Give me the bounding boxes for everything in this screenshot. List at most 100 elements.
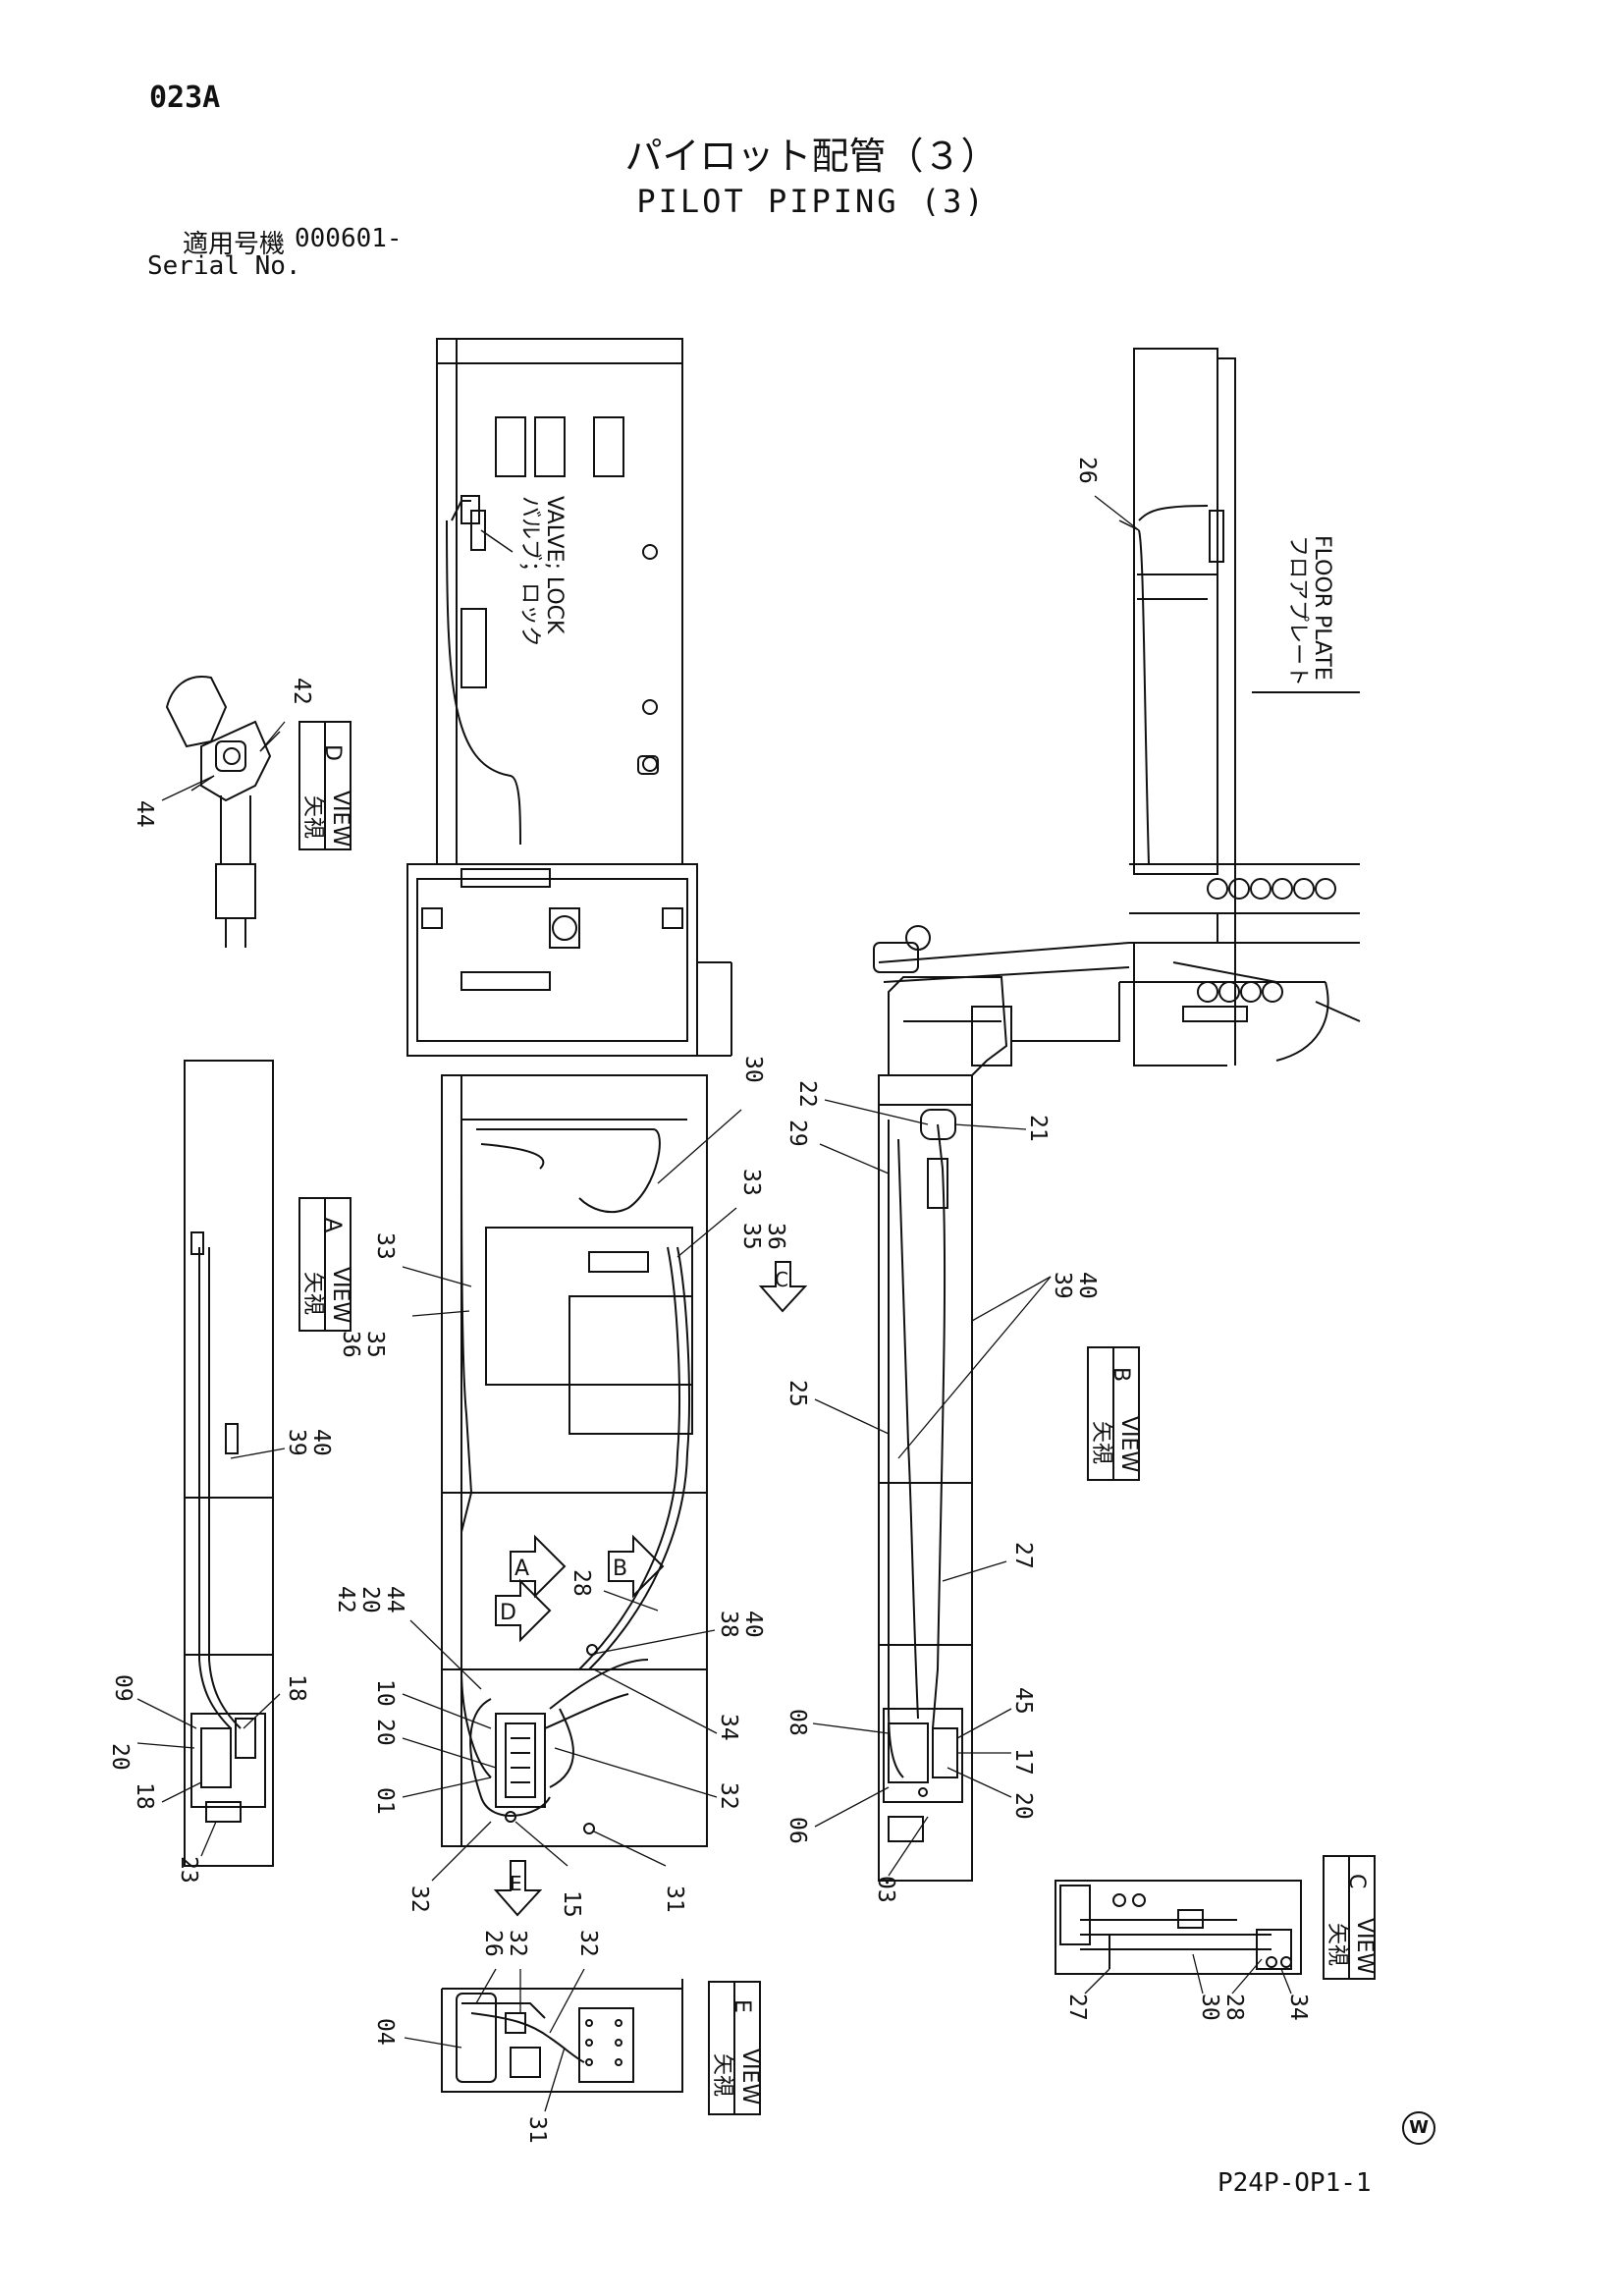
callout-29: 29: [784, 1120, 810, 1147]
top-floor-assembly: [406, 338, 732, 1057]
callout-40: 40: [740, 1611, 766, 1638]
callout-31: 31: [524, 2116, 550, 2144]
callout-44: 44: [132, 800, 157, 828]
callout-34: 34: [1285, 1994, 1311, 2021]
callout-36: 36: [338, 1331, 363, 1358]
drawing-code: P24P-OP1-1: [1217, 2168, 1372, 2198]
view-box-e: E 矢視 VIEW: [708, 1981, 762, 2115]
callout-20: 20: [107, 1743, 133, 1771]
view-e-prefix-en: VIEW: [737, 2049, 762, 2105]
page-code: 023A: [149, 81, 221, 115]
title-japanese: パイロット配管（３）: [624, 135, 999, 178]
serial-label-japanese: 適用号機: [183, 230, 286, 259]
view-a-prefix-en: VIEW: [328, 1267, 352, 1323]
callout-08: 08: [784, 1709, 810, 1736]
leader-lines: [136, 495, 1292, 2112]
view-b-prefix-en: VIEW: [1116, 1416, 1141, 1472]
label-floor-plate-en: FLOOR PLATE: [1310, 535, 1334, 681]
callout-06: 06: [784, 1817, 810, 1844]
callout-10: 10: [372, 1679, 398, 1707]
view-a-letter: A: [320, 1218, 345, 1232]
copyright-mark: W: [1402, 2111, 1435, 2145]
callout-34: 34: [716, 1714, 741, 1741]
callout-42: 42: [289, 678, 314, 705]
callout-28: 28: [568, 1569, 594, 1597]
view-c-prefix-en: VIEW: [1352, 1918, 1377, 1974]
arrow-letter-d: D: [500, 1601, 516, 1625]
view-d-prefix-en: VIEW: [328, 791, 352, 847]
serial-label-english: Serial No.: [147, 251, 301, 281]
view-d-letter: D: [320, 744, 345, 761]
main-floor-assembly: [441, 1074, 808, 1917]
callout-27: 27: [1010, 1542, 1036, 1569]
callout-18: 18: [284, 1674, 309, 1702]
callout-32: 32: [505, 1930, 530, 1957]
arrow-letter-c: C: [775, 1268, 788, 1291]
callout-30: 30: [1197, 1994, 1222, 2021]
callout-26: 26: [480, 1930, 506, 1957]
callout-45: 45: [1010, 1687, 1036, 1715]
view-d-detail: [165, 676, 281, 948]
callout-30: 30: [740, 1056, 766, 1083]
callout-26: 26: [1074, 457, 1100, 484]
label-valve-lock-en: VALVE; LOCK: [542, 496, 567, 634]
callout-22: 22: [794, 1080, 820, 1108]
view-box-d: D 矢視 VIEW: [298, 721, 352, 850]
arrow-letter-e: E: [510, 1872, 522, 1895]
callout-03: 03: [873, 1876, 898, 1903]
callout-42: 42: [333, 1586, 358, 1613]
view-box-b: B 矢視 VIEW: [1087, 1346, 1141, 1481]
view-a-prefix-jp: 矢視: [300, 1272, 325, 1315]
view-box-c: C 矢視 VIEW: [1323, 1855, 1377, 1980]
view-e-prefix-jp: 矢視: [710, 2053, 734, 2097]
callout-39: 39: [284, 1429, 309, 1456]
view-c-letter: C: [1344, 1874, 1369, 1888]
callout-28: 28: [1221, 1994, 1247, 2021]
label-valve-lock-jp: バルブ；ロック: [517, 496, 542, 647]
callout-21: 21: [1025, 1115, 1051, 1142]
callout-35: 35: [362, 1331, 388, 1358]
view-c-prefix-jp: 矢視: [1325, 1923, 1349, 1966]
view-b-prefix-jp: 矢視: [1089, 1421, 1113, 1464]
callout-38: 38: [716, 1611, 741, 1638]
callout-01: 01: [372, 1787, 398, 1815]
callout-40: 40: [308, 1429, 334, 1456]
callout-32: 32: [716, 1782, 741, 1810]
title-english: PILOT PIPING (3): [636, 183, 987, 220]
callout-20: 20: [357, 1586, 383, 1613]
callout-35: 35: [738, 1223, 764, 1250]
callout-23: 23: [176, 1856, 201, 1884]
view-box-a: A 矢視 VIEW: [298, 1197, 352, 1332]
arrow-letter-a: A: [514, 1557, 529, 1581]
callout-20: 20: [1010, 1792, 1036, 1820]
view-a-detail: [184, 1060, 274, 1867]
callout-numbers: 26 42 44 30 33 35 36 33 36 35 39 40 28 3…: [107, 457, 1311, 2144]
callout-44: 44: [382, 1586, 407, 1613]
view-c-detail: [1055, 1880, 1302, 1975]
view-e-letter: E: [730, 1999, 754, 2013]
view-b-letter: B: [1109, 1367, 1133, 1382]
callout-33: 33: [372, 1232, 398, 1260]
callout-31: 31: [662, 1886, 687, 1913]
callout-15: 15: [559, 1890, 584, 1918]
callout-27: 27: [1064, 1994, 1090, 2021]
serial-number-value: 000601-: [295, 224, 403, 253]
callout-36: 36: [763, 1223, 788, 1250]
callout-18: 18: [132, 1782, 157, 1810]
callout-04: 04: [372, 2018, 398, 2046]
callout-09: 09: [110, 1674, 135, 1702]
callout-39: 39: [1050, 1272, 1075, 1299]
callout-32: 32: [406, 1886, 432, 1913]
arrow-letter-b: B: [613, 1557, 627, 1581]
callout-33: 33: [738, 1169, 764, 1196]
view-e-detail: [441, 1979, 683, 2093]
view-b-detail: [873, 925, 1361, 1882]
label-floor-plate-jp: フロアプレート: [1285, 535, 1310, 686]
view-d-prefix-jp: 矢視: [300, 795, 325, 839]
callout-40: 40: [1074, 1272, 1100, 1299]
callout-17: 17: [1010, 1748, 1036, 1776]
callout-25: 25: [784, 1380, 810, 1407]
callout-20: 20: [372, 1719, 398, 1746]
floor-plate-detail: [1118, 348, 1360, 1066]
